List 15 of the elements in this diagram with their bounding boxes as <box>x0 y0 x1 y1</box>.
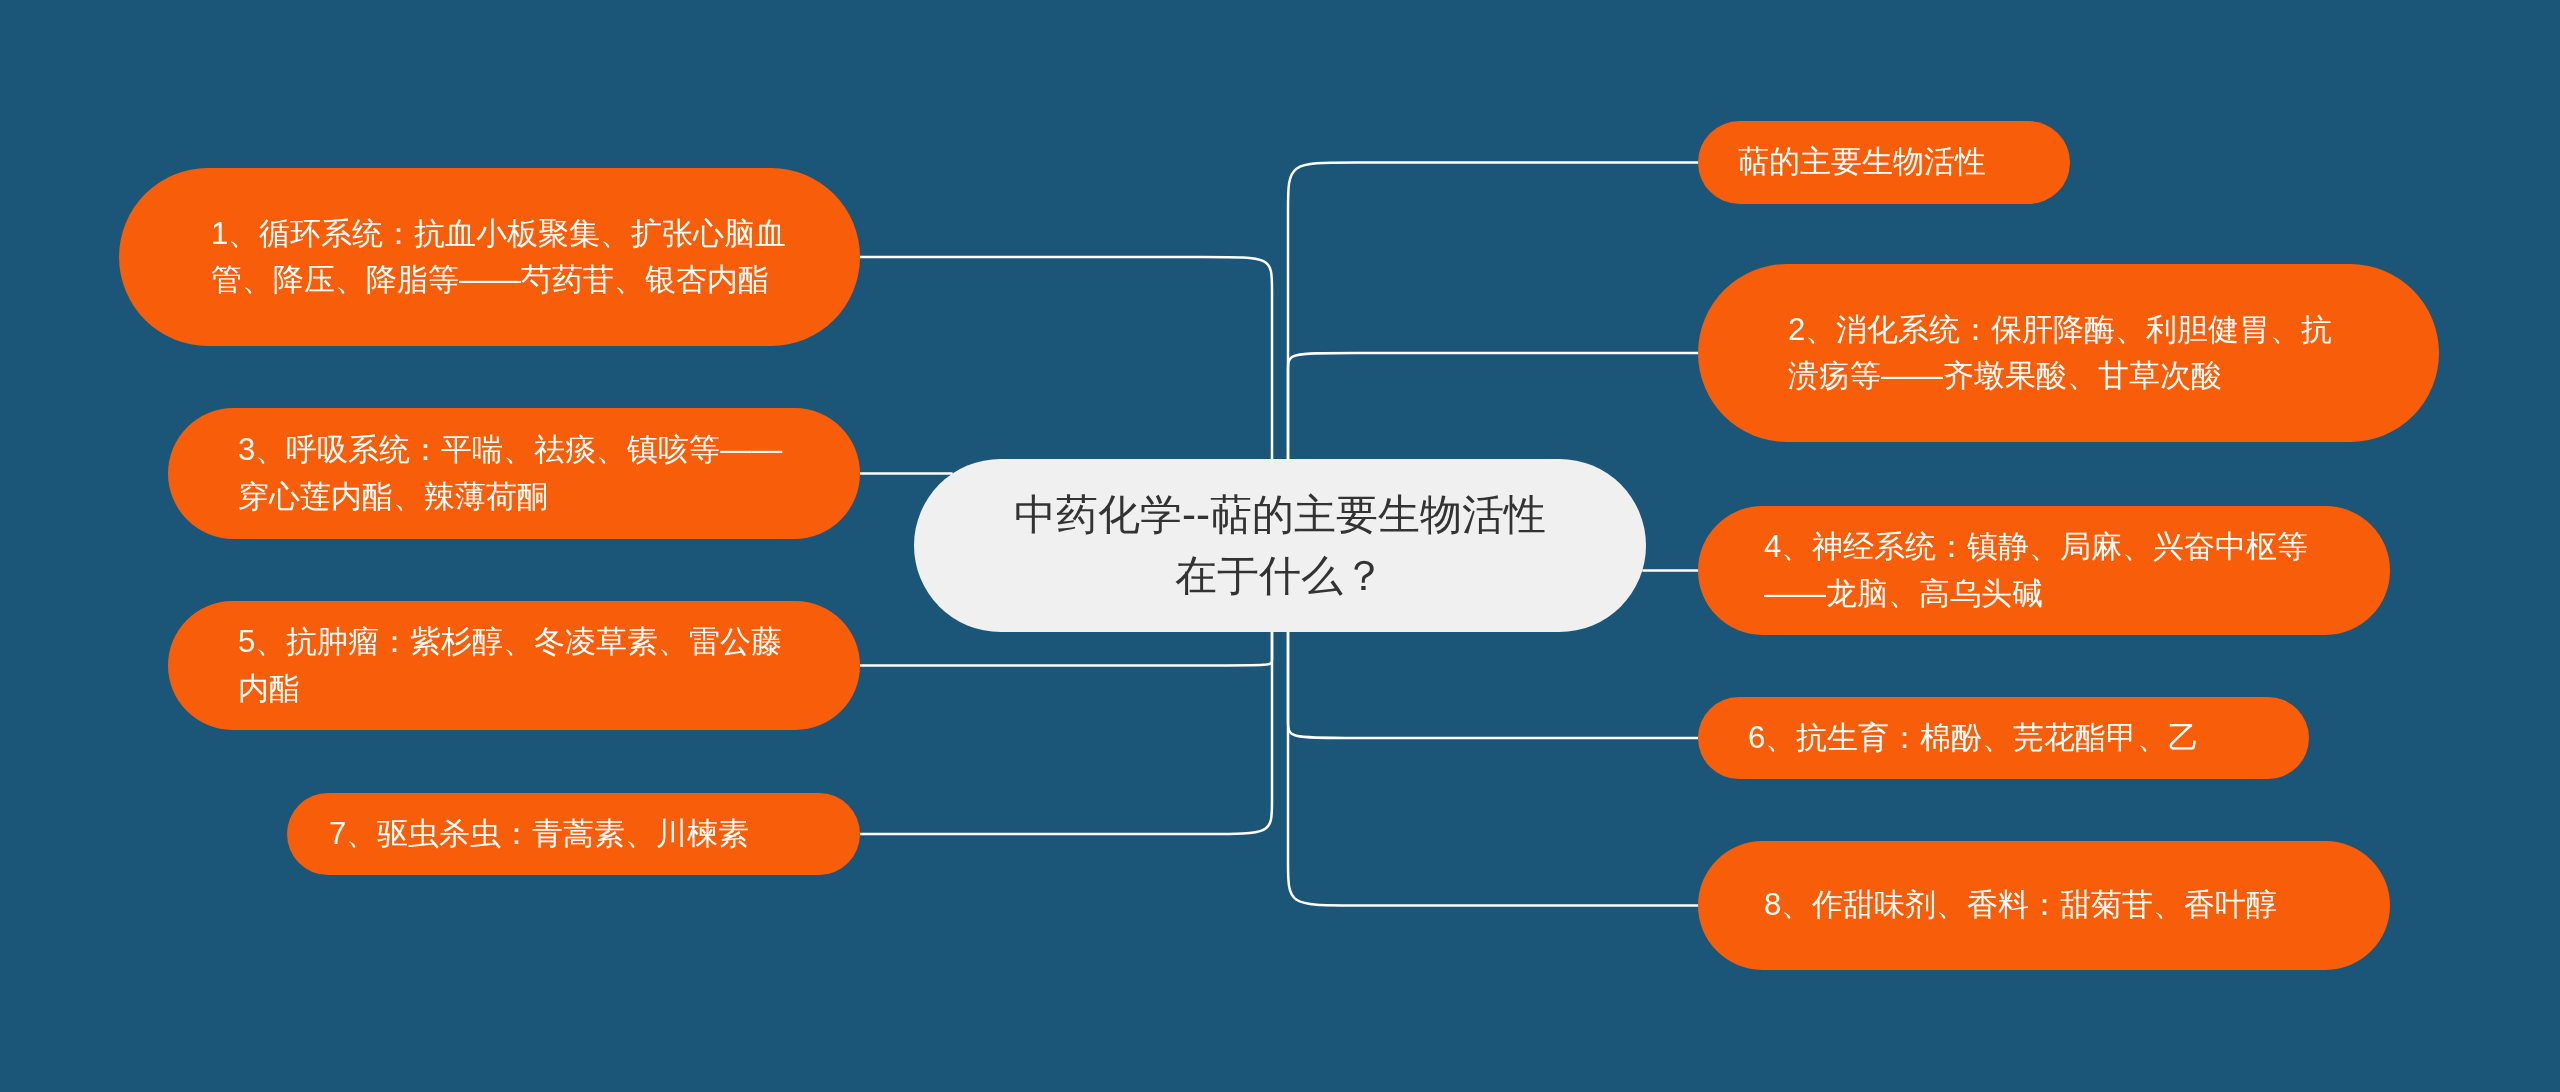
topic-text: 中药化学--萜的主要生物活性在于什么？ <box>1014 489 1546 601</box>
branch-text: 7、驱虫杀虫：青蒿素、川楝素 <box>329 814 750 853</box>
branch-text: 4、神经系统：镇静、局麻、兴奋中枢等——龙脑、高乌头碱 <box>1764 528 2310 613</box>
connector-line <box>860 632 1274 836</box>
branch-text: 3、呼吸系统：平喘、祛痰、镇咳等——穿心莲内酯、辣薄荷酮 <box>238 431 784 516</box>
branch-text: 6、抗生育：棉酚、芫花酯甲、乙 <box>1748 718 2200 757</box>
branch-text: 1、循环系统：抗血小板聚集、扩张心脑血管、降压、降脂等——芍药苷、银杏内酯 <box>211 214 788 299</box>
branch-text: 2、消化系统：保肝降酶、利胆健胃、抗溃疡等——齐墩果酸、甘草次酸 <box>1788 310 2334 395</box>
connector-line <box>1286 632 1698 907</box>
connector-line <box>860 472 953 475</box>
branch-text: 5、抗肿瘤：紫杉醇、冬凌草素、雷公藤内酯 <box>238 623 784 708</box>
branch-text: 萜的主要生物活性 <box>1738 143 1986 182</box>
connector-line <box>1286 351 1698 459</box>
connector-line <box>860 255 1274 459</box>
branch-text: 8、作甜味剂、香料：甜菊苷、香叶醇 <box>1764 886 2278 925</box>
